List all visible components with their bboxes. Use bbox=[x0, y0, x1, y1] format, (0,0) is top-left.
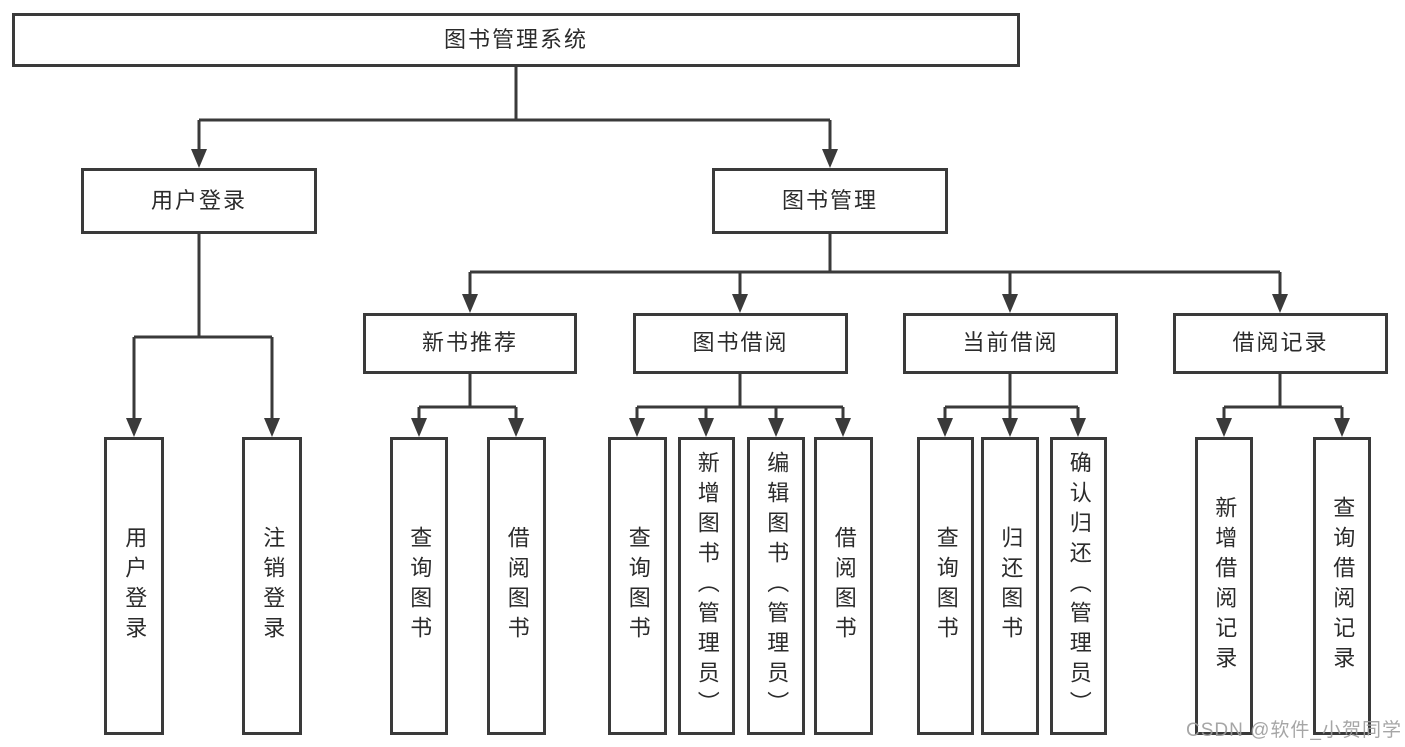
node-book-borrowing: 图书借阅 bbox=[633, 313, 848, 374]
node-borrowing-records: 借阅记录 bbox=[1173, 313, 1388, 374]
node-user-login: 用户登录 bbox=[81, 168, 317, 234]
node-book-management: 图书管理 bbox=[712, 168, 948, 234]
node-leaf-confirm-return-admin: 确认归还（管理员） bbox=[1050, 437, 1107, 735]
node-leaf-user-login: 用户登录 bbox=[104, 437, 164, 735]
node-leaf-query-borrow-record: 查询借阅记录 bbox=[1313, 437, 1371, 735]
node-leaf-query-books-1: 查询图书 bbox=[390, 437, 448, 735]
node-library-management-system: 图书管理系统 bbox=[12, 13, 1020, 67]
node-leaf-borrow-books-2: 借阅图书 bbox=[814, 437, 873, 735]
node-leaf-query-books-2: 查询图书 bbox=[608, 437, 667, 735]
node-leaf-edit-books-admin: 编辑图书（管理员） bbox=[747, 437, 805, 735]
node-leaf-borrow-books-1: 借阅图书 bbox=[487, 437, 546, 735]
node-current-borrowing: 当前借阅 bbox=[903, 313, 1118, 374]
watermark-text: CSDN @软件_小贺同学 bbox=[1186, 720, 1402, 741]
arrowheads bbox=[126, 149, 1350, 437]
node-leaf-add-borrow-record: 新增借阅记录 bbox=[1195, 437, 1253, 735]
node-leaf-logout: 注销登录 bbox=[242, 437, 302, 735]
node-new-book-recommend: 新书推荐 bbox=[363, 313, 577, 374]
node-leaf-return-books: 归还图书 bbox=[981, 437, 1039, 735]
node-leaf-add-books-admin: 新增图书（管理员） bbox=[678, 437, 735, 735]
node-leaf-query-books-3: 查询图书 bbox=[917, 437, 974, 735]
